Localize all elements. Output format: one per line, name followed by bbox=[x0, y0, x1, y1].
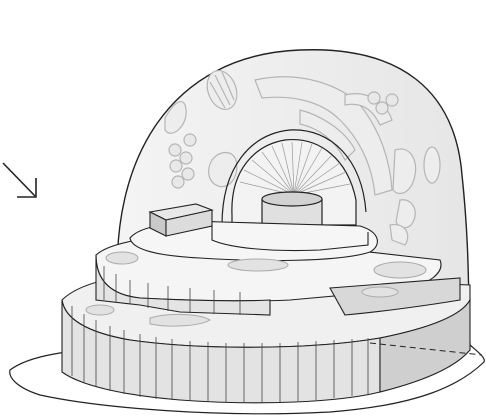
diagonal-arrow bbox=[3, 163, 36, 197]
